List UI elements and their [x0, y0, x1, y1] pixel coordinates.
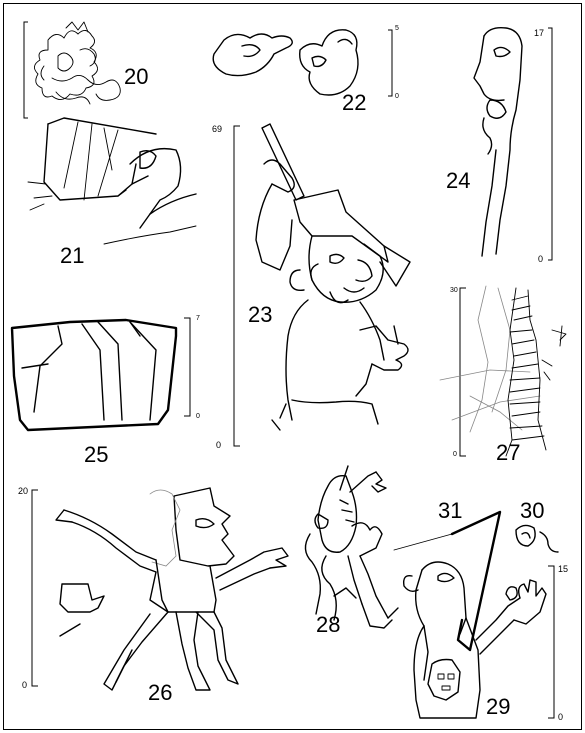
- figure-number-20: 20: [124, 64, 148, 89]
- scale-22-top: 5: [395, 25, 399, 32]
- figure-number-25: 25: [84, 442, 108, 467]
- figure-26: 20 0 26: [18, 486, 289, 705]
- scale-26-top: 20: [18, 486, 28, 496]
- scale-bar-20: [23, 21, 28, 119]
- scale-bar-24: [548, 27, 553, 261]
- figure-27: 30 0 27: [439, 285, 567, 465]
- scale-bar-29: [548, 565, 555, 719]
- scale-24-bottom: 0: [538, 254, 543, 264]
- scale-26-bottom: 0: [22, 680, 27, 690]
- scale-27-top: 30: [450, 287, 458, 294]
- scale-bar-25: [184, 317, 191, 417]
- plate-border: [3, 3, 582, 730]
- figure-number-29: 29: [486, 694, 510, 719]
- scale-bar-26: [31, 489, 38, 687]
- figure-number-23: 23: [248, 302, 272, 327]
- figure-22: 5 0 22: [212, 25, 399, 115]
- figure-28: 28: [304, 465, 399, 637]
- figure-number-22: 22: [342, 90, 366, 115]
- figure-number-30: 30: [520, 498, 544, 523]
- figure-25: 7 0 25: [10, 315, 200, 467]
- figure-23: 69 0 23: [212, 123, 411, 450]
- figure-number-21: 21: [60, 243, 84, 268]
- figure-number-27: 27: [496, 440, 520, 465]
- scale-bar-22: [388, 29, 393, 97]
- figure-number-26: 26: [148, 680, 172, 705]
- figure-number-24: 24: [446, 168, 470, 193]
- scale-27-bottom: 0: [453, 451, 457, 458]
- figure-20: 20: [23, 21, 148, 119]
- scale-25-bottom: 0: [196, 413, 200, 420]
- figure-31: 31: [393, 498, 502, 652]
- scale-22-bottom: 0: [395, 93, 399, 100]
- scale-24-top: 17: [534, 28, 544, 38]
- figure-24: 17 0 24: [446, 26, 553, 264]
- scale-25-top: 7: [196, 315, 200, 322]
- figure-number-28: 28: [316, 612, 340, 637]
- scale-23-top: 69: [212, 124, 222, 134]
- scale-29-top: 15: [558, 564, 568, 574]
- figure-21: 21: [27, 117, 197, 268]
- scale-bar-27: [459, 287, 466, 457]
- scale-bar-23: [233, 125, 240, 447]
- figure-29: 15 0 29: [402, 561, 568, 722]
- figure-30: 30: [515, 498, 559, 553]
- scale-29-bottom: 0: [558, 712, 563, 722]
- figure-number-31: 31: [438, 498, 462, 523]
- scale-23-bottom: 0: [216, 440, 221, 450]
